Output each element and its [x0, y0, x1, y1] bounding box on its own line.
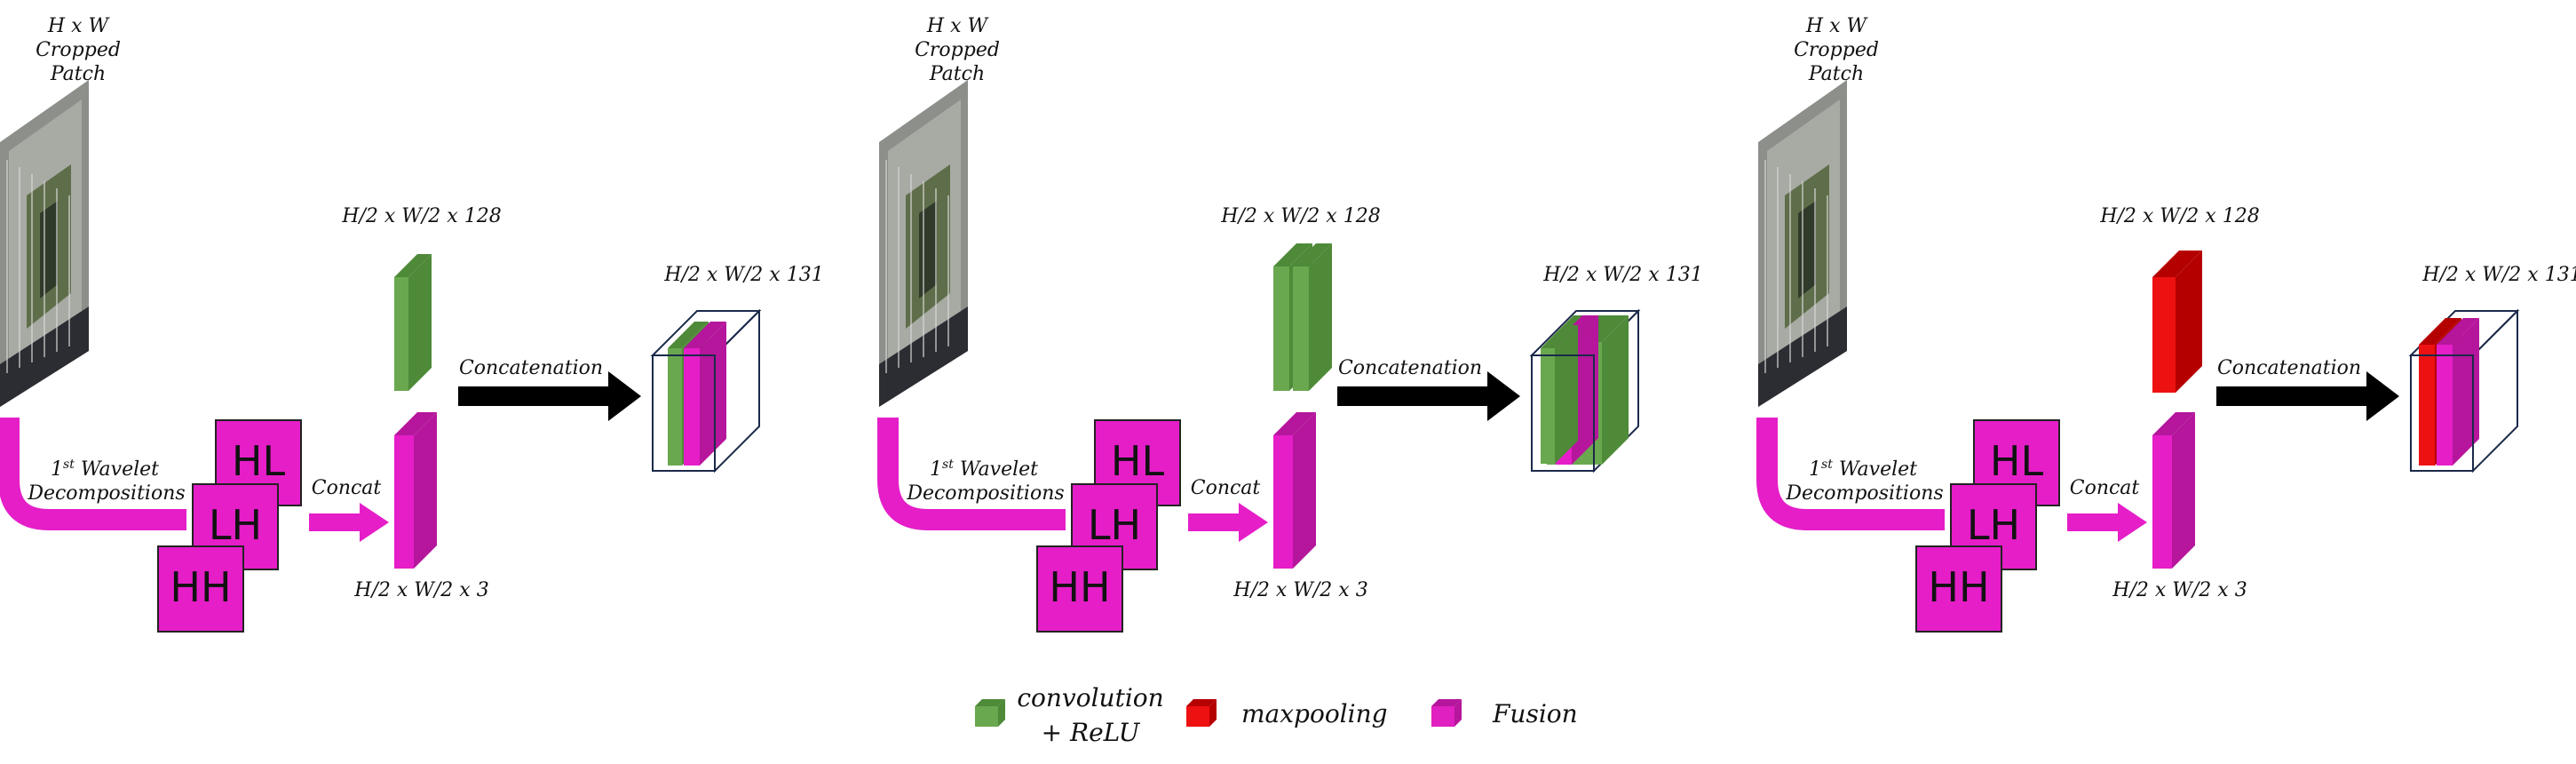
- fusion-dims-label: H/2 x W/2 x 3: [353, 579, 488, 601]
- wavelet-label-line1: 1st Wavelet: [930, 458, 1038, 481]
- wavelet-label-line2: Decompositions: [1785, 482, 1943, 505]
- output-dims-label: H/2 x W/2 x 131: [1542, 264, 1702, 286]
- input-label: H x W: [47, 15, 111, 37]
- input-label: Patch: [50, 63, 106, 85]
- legend-swatch: [975, 706, 998, 727]
- legend-swatch-side: [998, 699, 1005, 727]
- fusion-slab: [1273, 412, 1316, 569]
- wavelet-pipe: [0, 418, 186, 530]
- concat-label: Concat: [2070, 477, 2140, 499]
- concatenation-label: Concatenation: [459, 357, 603, 379]
- legend: convolution + ReLU maxpooling Fusion: [975, 683, 1578, 747]
- subband-label: LH: [1088, 501, 1141, 549]
- concatenation-arrow: [458, 371, 641, 421]
- subband-label: HH: [170, 563, 231, 611]
- concatenation-arrow: [1337, 371, 1520, 421]
- legend-swatch: [1186, 706, 1209, 727]
- maxpooling-slab: [2152, 251, 2202, 393]
- fusion-dims-label: H/2 x W/2 x 3: [2112, 579, 2247, 601]
- wavelet-label-line1: 1st Wavelet: [1809, 458, 1917, 481]
- legend-item-2: maxpooling: [1186, 699, 1388, 728]
- input-patch-image: [879, 80, 968, 407]
- subband-label: HL: [1111, 437, 1165, 485]
- output-dims-label: H/2 x W/2 x 131: [2421, 264, 2576, 286]
- input-label: Patch: [1808, 63, 1864, 85]
- output-volume: [650, 308, 762, 474]
- layer-dims-label: H/2 x W/2 x 128: [1220, 205, 1380, 227]
- legend-swatch-side: [1209, 699, 1217, 727]
- legend-swatch: [1431, 706, 1454, 727]
- legend-label: maxpooling: [1241, 699, 1388, 728]
- concatenation-arrow: [2216, 371, 2399, 421]
- output-fusion-slab: [684, 322, 726, 466]
- input-patch-image: [0, 80, 89, 407]
- wavelet-pipe: [1756, 418, 1945, 530]
- legend-item-1: convolution + ReLU: [975, 683, 1164, 747]
- subband-label: LH: [1967, 501, 2020, 549]
- wavelet-label-line2: Decompositions: [27, 482, 185, 505]
- layer-dims-label: H/2 x W/2 x 128: [341, 205, 501, 227]
- subband-label: LH: [209, 501, 262, 549]
- input-label: Cropped: [915, 39, 1000, 61]
- legend-label-line2: + ReLU: [1042, 718, 1141, 747]
- conv-slab: [394, 254, 432, 391]
- concat-label: Concat: [312, 477, 382, 499]
- conv-slab-b: [1293, 243, 1332, 391]
- output-volume: [2408, 308, 2520, 474]
- legend-swatch-side: [1454, 699, 1462, 727]
- wavelet-pipe: [877, 418, 1066, 530]
- output-conv-slab-front: [1541, 325, 1578, 464]
- subband-hh: HH: [157, 545, 244, 633]
- output-dims-label: H/2 x W/2 x 131: [663, 264, 823, 286]
- input-label: Patch: [929, 63, 985, 85]
- legend-label: Fusion: [1492, 699, 1578, 728]
- legend-swatch-top: [1186, 699, 1217, 706]
- subband-hh: HH: [1915, 545, 2002, 633]
- concatenation-label: Concatenation: [2217, 357, 2361, 379]
- output-volume: [1529, 308, 1641, 474]
- fusion-slab: [2152, 412, 2195, 569]
- wavelet-label-line2: Decompositions: [906, 482, 1064, 505]
- legend-label: convolution: [1017, 683, 1163, 712]
- input-label: Cropped: [36, 39, 121, 61]
- input-label: H x W: [926, 15, 990, 37]
- legend-swatch-top: [1431, 699, 1462, 706]
- input-label: Cropped: [1794, 39, 1879, 61]
- wavelet-label-line1: 1st Wavelet: [51, 458, 159, 481]
- subband-label: HL: [1990, 437, 2044, 485]
- concat-arrow: [2067, 503, 2147, 542]
- subband-hh: HH: [1036, 545, 1123, 633]
- subband-label: HH: [1928, 563, 1989, 611]
- concat-arrow: [1188, 503, 1268, 542]
- legend-swatch-top: [975, 699, 1005, 706]
- input-label: H x W: [1805, 15, 1869, 37]
- concat-label: Concat: [1191, 477, 1261, 499]
- fusion-slab: [394, 412, 437, 569]
- input-patch-image: [1758, 80, 1847, 407]
- concat-arrow: [309, 503, 389, 542]
- layer-dims-label: H/2 x W/2 x 128: [2099, 205, 2259, 227]
- subband-label: HL: [232, 437, 286, 485]
- fusion-dims-label: H/2 x W/2 x 3: [1233, 579, 1367, 601]
- subband-label: HH: [1049, 563, 1110, 611]
- concatenation-label: Concatenation: [1338, 357, 1482, 379]
- legend-item-3: Fusion: [1431, 699, 1578, 728]
